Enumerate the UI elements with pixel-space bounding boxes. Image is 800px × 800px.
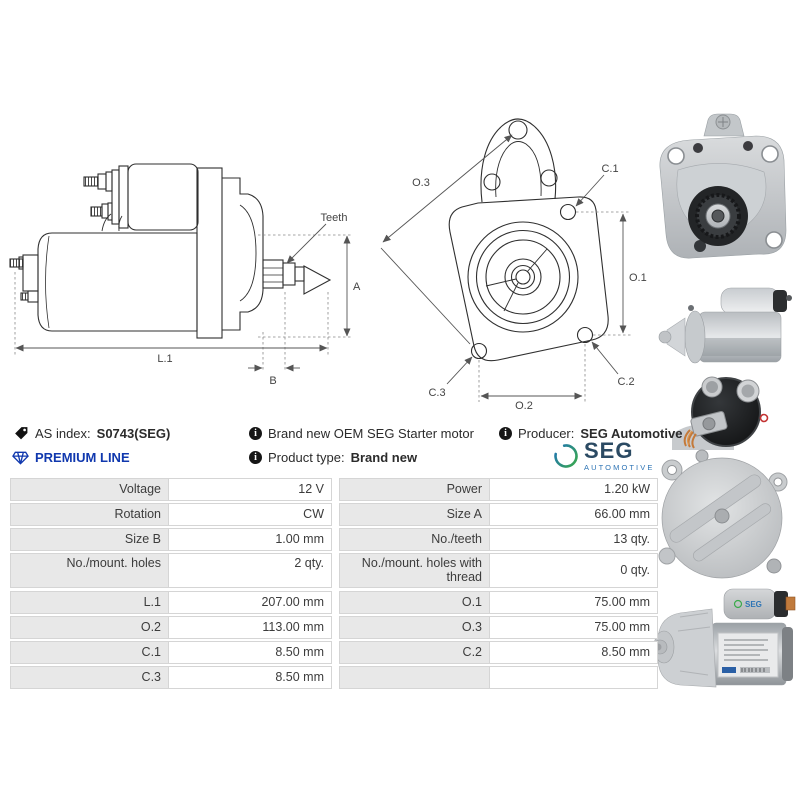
as-index-row: AS index: S0743(SEG) — [14, 426, 170, 441]
dim-label-o1: O.1 — [629, 272, 647, 284]
premium-line-row: PREMIUM LINE — [12, 450, 130, 465]
spec-value — [489, 665, 658, 689]
side-view-drawing — [9, 163, 332, 339]
spec-value: 0 qty. — [489, 553, 658, 588]
spec-value: 8.50 mm — [168, 640, 332, 664]
diamond-icon — [12, 451, 29, 465]
spec-label: No./mount. holes — [10, 553, 168, 588]
product-type-label: Product type: — [268, 450, 345, 465]
spec-label: C.2 — [339, 640, 489, 664]
info-icon: i — [249, 451, 262, 464]
dim-label-b: B — [269, 375, 276, 387]
spec-label: No./teeth — [339, 528, 489, 551]
spec-label: O.1 — [339, 590, 489, 614]
spec-value: 75.00 mm — [489, 590, 658, 614]
photo-solenoid-rear-view — [672, 376, 769, 450]
tag-icon — [14, 426, 29, 441]
seg-logo-subtext: AUTOMOTIVE — [584, 463, 655, 472]
seg-automotive-logo: SEG AUTOMOTIVE — [552, 440, 654, 472]
dim-label-o3: O.3 — [412, 177, 430, 189]
spec-label: Rotation — [10, 503, 168, 526]
column-gap — [332, 553, 339, 588]
column-gap — [332, 641, 339, 664]
spec-value: 8.50 mm — [168, 665, 332, 689]
spec-value: 75.00 mm — [489, 615, 658, 639]
spec-label: L.1 — [10, 590, 168, 614]
as-index-label: AS index: — [35, 426, 91, 441]
photo-starter-front-flange — [659, 113, 787, 259]
spec-value: 113.00 mm — [168, 615, 332, 639]
spec-value: 207.00 mm — [168, 590, 332, 614]
seg-logo-text: SEG — [584, 438, 634, 463]
description-text: Brand new OEM SEG Starter motor — [268, 426, 474, 441]
spec-value: 1.00 mm — [168, 528, 332, 551]
dim-label-c3: C.3 — [428, 387, 445, 399]
spec-tables: Voltage 12 V Power 1.20 kW Rotation CW S… — [10, 478, 658, 689]
spec-label: C.1 — [10, 640, 168, 664]
spec-label: Voltage — [10, 478, 168, 501]
spec-label: O.2 — [10, 615, 168, 639]
column-gap — [332, 616, 339, 639]
spec-table-dimensions: L.1 207.00 mm O.1 75.00 mm O.2 113.00 mm… — [10, 590, 658, 689]
spec-value: 1.20 kW — [489, 478, 658, 501]
spec-label: Size A — [339, 503, 489, 526]
producer-row: i Producer: SEG Automotive — [499, 426, 682, 441]
photo-seg-logo-text: SEG — [745, 600, 762, 609]
side-view-dimensions — [14, 234, 352, 372]
product-type-row: i Product type: Brand new — [249, 450, 417, 465]
spec-value: 8.50 mm — [489, 640, 658, 664]
producer-label: Producer: — [518, 426, 575, 441]
spec-label: No./mount. holes with thread — [339, 553, 489, 588]
seg-ring-icon — [552, 441, 580, 471]
dim-label-teeth: Teeth — [321, 212, 348, 224]
producer-value: SEG Automotive — [580, 426, 683, 441]
spec-label: Power — [339, 478, 489, 501]
as-index-value: S0743(SEG) — [96, 426, 171, 441]
dim-label-c2: C.2 — [617, 376, 634, 388]
dim-label-c1: C.1 — [601, 163, 618, 175]
info-icon: i — [249, 427, 262, 440]
spec-label — [339, 665, 489, 689]
column-gap — [332, 591, 339, 614]
spec-value: 13 qty. — [489, 528, 658, 551]
photo-starter-side-with-label: SEG — [652, 588, 796, 688]
product-type-value: Brand new — [350, 450, 418, 465]
column-gap — [332, 666, 339, 689]
spec-label: O.3 — [339, 615, 489, 639]
column-gap — [332, 503, 339, 526]
spec-label: C.3 — [10, 665, 168, 689]
dim-label-o2: O.2 — [515, 400, 533, 410]
description-row: i Brand new OEM SEG Starter motor — [249, 426, 474, 441]
dim-label-l1: L.1 — [157, 353, 172, 365]
spec-label: Size B — [10, 528, 168, 551]
photo-rear-end-cover — [658, 449, 788, 579]
spec-value: 2 qty. — [168, 553, 332, 588]
spec-value: CW — [168, 503, 332, 526]
photo-starter-side-view — [658, 287, 792, 364]
spec-value: 66.00 mm — [489, 503, 658, 526]
spec-table-general: Voltage 12 V Power 1.20 kW Rotation CW S… — [10, 478, 658, 588]
front-view-dimensions — [478, 211, 631, 402]
front-view-drawing — [448, 118, 609, 362]
technical-drawing: A L.1 B Teeth — [9, 118, 647, 410]
column-gap — [332, 478, 339, 501]
dim-label-a: A — [353, 281, 361, 293]
premium-line-label: PREMIUM LINE — [35, 450, 130, 465]
spec-value: 12 V — [168, 478, 332, 501]
column-gap — [332, 528, 339, 551]
info-icon: i — [499, 427, 512, 440]
